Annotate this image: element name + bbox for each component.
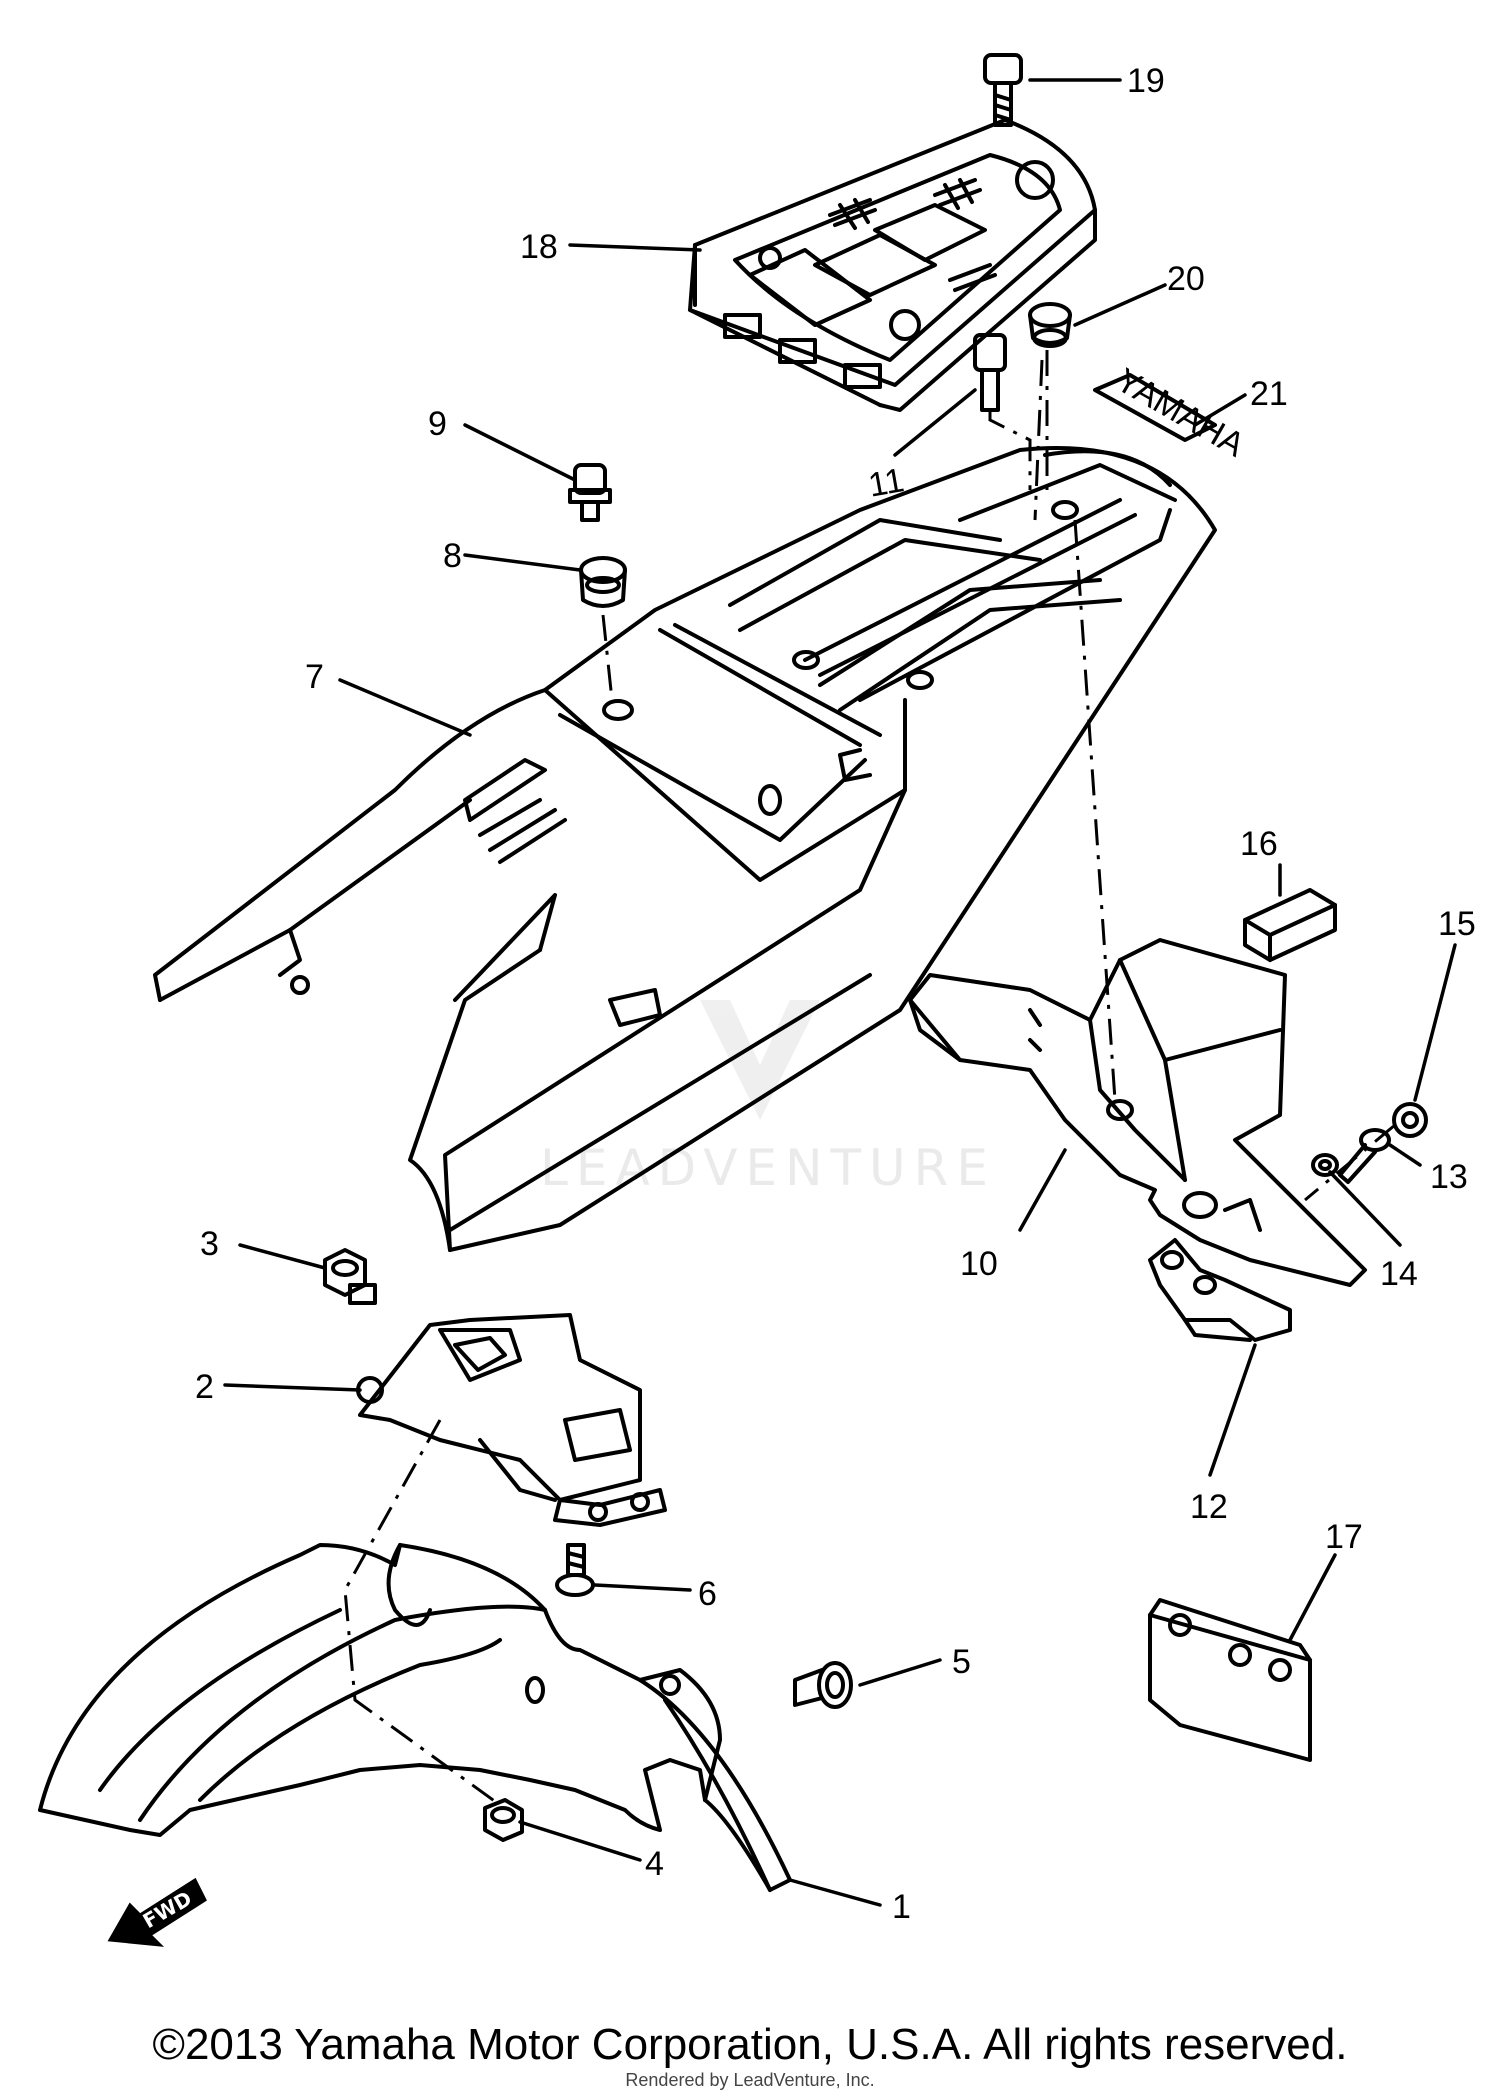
callout-1: 1	[892, 1888, 911, 1926]
callout-12: 12	[1190, 1488, 1228, 1526]
callout-8: 8	[443, 537, 462, 575]
part-16-block[interactable]	[1243, 888, 1337, 962]
copyright-footer: ©2013 Yamaha Motor Corporation, U.S.A. A…	[152, 2020, 1348, 2069]
part-2-front-fender-bracket[interactable]	[356, 1313, 667, 1527]
callout-7: 7	[305, 658, 324, 696]
part-4-nut[interactable]	[483, 1798, 524, 1842]
part-1-front-fender[interactable]	[38, 1543, 792, 1892]
callout-3: 3	[200, 1225, 219, 1263]
callout-13: 13	[1430, 1158, 1468, 1196]
part-15-nut[interactable]	[1392, 1102, 1428, 1138]
callout-21: 21	[1250, 375, 1288, 413]
part-12-bracket[interactable]	[1148, 1238, 1292, 1342]
part-10-rear-fender[interactable]	[908, 938, 1367, 1287]
callout-4: 4	[645, 1845, 664, 1883]
watermark: LEADVENTURE	[540, 1000, 996, 1197]
emblem-label: YAMAHA	[1110, 361, 1251, 465]
callout-15: 15	[1438, 905, 1476, 943]
part-5-screw[interactable]	[793, 1661, 853, 1709]
part-8-collar[interactable]	[579, 556, 627, 608]
fwd-arrow: FWD	[107, 1877, 207, 1947]
callout-19: 19	[1127, 62, 1165, 100]
part-18-rear-carrier[interactable]	[688, 118, 1097, 412]
part-9-bolt[interactable]	[568, 463, 612, 522]
leader-lines	[223, 78, 1457, 1907]
part-20-grommet[interactable]	[1028, 302, 1072, 348]
callout-11: 11	[866, 461, 907, 505]
alignment-lines	[343, 350, 1396, 1807]
part-21-yamaha-emblem[interactable]: YAMAHA	[1093, 361, 1251, 465]
rendered-by-note: Rendered by LeadVenture, Inc.	[625, 2070, 875, 2090]
part-19-bolt[interactable]	[983, 53, 1023, 127]
part-14-washer[interactable]	[1311, 1153, 1339, 1177]
watermark-text: LEADVENTURE	[540, 1139, 996, 1197]
part-11-bolt[interactable]	[973, 333, 1007, 412]
callout-5: 5	[952, 1643, 971, 1681]
fwd-label: FWD	[139, 1886, 196, 1933]
callout-14: 14	[1380, 1255, 1418, 1293]
callout-20: 20	[1167, 260, 1205, 298]
part-7-rear-frame-cover[interactable]	[153, 445, 1217, 1252]
part-17-plate[interactable]	[1148, 1598, 1312, 1762]
callout-labels: 19 18 20 21 11 9 8 7 16 15 13 14 10 12 1…	[195, 62, 1476, 1926]
callout-17: 17	[1325, 1518, 1363, 1556]
callout-10: 10	[960, 1245, 998, 1283]
callout-16: 16	[1240, 825, 1278, 863]
callout-18: 18	[520, 228, 558, 266]
carrier-mesh	[828, 178, 997, 292]
callout-6: 6	[698, 1575, 717, 1613]
part-3-nut[interactable]	[323, 1248, 377, 1305]
callout-2: 2	[195, 1368, 214, 1406]
part-6-bolt[interactable]	[555, 1543, 595, 1597]
callout-9: 9	[428, 405, 447, 443]
